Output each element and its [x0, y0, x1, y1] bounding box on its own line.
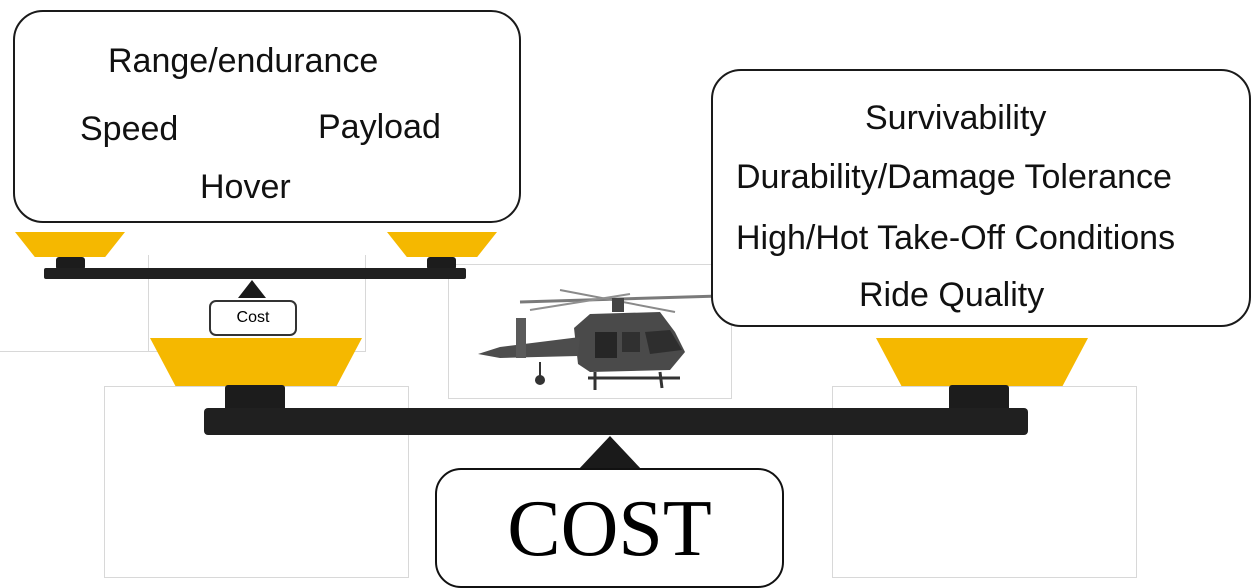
main-left-pan — [150, 338, 362, 386]
small-fulcrum — [238, 280, 266, 298]
small-left-weight — [56, 257, 85, 270]
durability-label: Durability/Damage Tolerance — [736, 158, 1172, 196]
hover-label: Hover — [200, 168, 291, 206]
ride-quality-label: Ride Quality — [859, 276, 1045, 314]
main-right-pan — [876, 338, 1088, 386]
survivability-label: Survivability — [865, 99, 1047, 137]
main-balance-beam — [204, 408, 1028, 435]
helicopter-icon — [470, 282, 721, 396]
main-fulcrum — [578, 436, 642, 470]
range-endurance-label: Range/endurance — [108, 42, 379, 80]
small-cost-label: Cost — [209, 300, 297, 336]
small-balance-beam — [44, 268, 466, 279]
payload-label: Payload — [318, 108, 441, 146]
high-hot-label: High/Hot Take-Off Conditions — [736, 219, 1176, 257]
main-cost-label: COST — [435, 468, 784, 588]
speed-label: Speed — [80, 110, 179, 148]
small-right-weight — [427, 257, 456, 270]
left-attribute-bubble — [13, 10, 521, 223]
small-right-pan — [387, 232, 497, 257]
right-attribute-bubble — [711, 69, 1251, 327]
main-left-weight — [225, 385, 285, 411]
main-right-weight — [949, 385, 1009, 411]
small-left-pan — [15, 232, 125, 257]
